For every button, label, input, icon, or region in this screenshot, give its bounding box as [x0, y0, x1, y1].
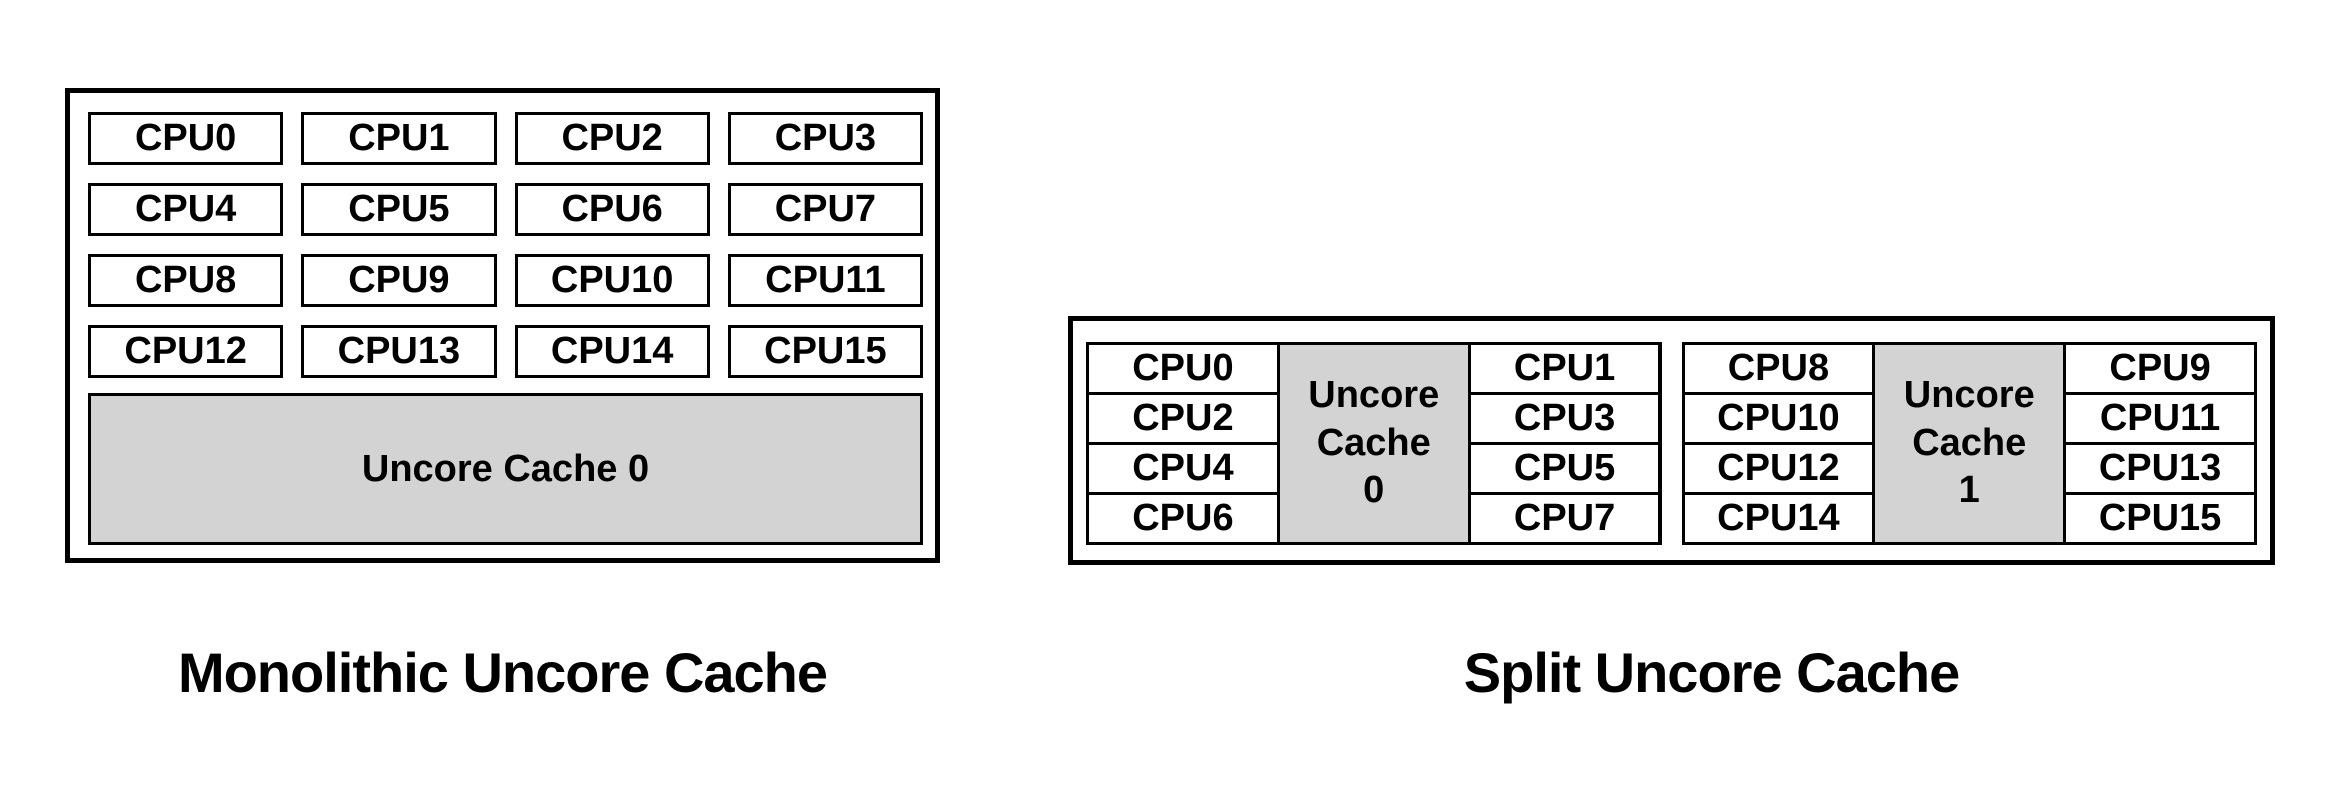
cpu-box: CPU12 — [1684, 445, 1873, 492]
uncore-cache-line: 0 — [1363, 469, 1385, 512]
uncore-cache-line: Uncore — [1903, 373, 2035, 416]
cpu-box: CPU15 — [727, 325, 923, 378]
cpu-box: CPU7 — [727, 183, 923, 236]
cpu-box: CPU14 — [514, 325, 710, 378]
cpu-box: CPU6 — [1089, 495, 1277, 542]
cpu-box: CPU1 — [301, 112, 497, 165]
monolithic-cpu-grid: CPU0 CPU1 CPU2 CPU3 CPU4 CPU5 CPU6 CPU7 … — [88, 112, 923, 378]
cpu-box: CPU0 — [1089, 345, 1277, 392]
uncore-cache-0-cell: Uncore Cache 0 — [1279, 345, 1468, 542]
cpu-box: CPU0 — [88, 112, 284, 165]
cpu-box: CPU5 — [301, 183, 497, 236]
uncore-cache-line: 1 — [1958, 469, 1980, 512]
cpu-box: CPU10 — [514, 254, 710, 307]
cpu-box: CPU9 — [301, 254, 497, 307]
cpu-box: CPU14 — [1684, 495, 1873, 542]
cpu-box: CPU13 — [301, 325, 497, 378]
split-package-box: CPU0 CPU2 CPU4 CPU6 Uncore Cache 0 CPU1 … — [1068, 316, 2275, 565]
cpu-box: CPU9 — [2066, 345, 2254, 392]
monolithic-caption: Monolithic Uncore Cache — [177, 641, 828, 704]
cpu-box: CPU11 — [2066, 395, 2254, 442]
cpu-box: CPU10 — [1684, 395, 1873, 442]
cpu-box: CPU8 — [1684, 345, 1873, 392]
cpu-box: CPU15 — [2066, 495, 2254, 542]
cpu-box: CPU8 — [88, 254, 284, 307]
uncore-cache-line: Cache — [1912, 421, 2027, 464]
cpu-box: CPU2 — [514, 112, 710, 165]
uncore-cache-line: Cache — [1316, 421, 1431, 464]
cpu-box: CPU3 — [1470, 395, 1659, 442]
split-cluster-0: CPU0 CPU2 CPU4 CPU6 Uncore Cache 0 CPU1 … — [1086, 342, 1662, 545]
uncore-cache-1-cell: Uncore Cache 1 — [1875, 345, 2064, 542]
split-cluster-1: CPU8 CPU10 CPU12 CPU14 Uncore Cache 1 CP… — [1681, 342, 2257, 545]
cpu-box: CPU12 — [88, 325, 284, 378]
split-caption: Split Uncore Cache — [1463, 641, 1960, 704]
cpu-box: CPU11 — [727, 254, 923, 307]
uncore-cache-0-box: Uncore Cache 0 — [88, 393, 923, 545]
cpu-box: CPU4 — [88, 183, 284, 236]
cpu-box: CPU2 — [1089, 395, 1277, 442]
cpu-box: CPU4 — [1089, 445, 1277, 492]
cpu-box: CPU7 — [1470, 495, 1659, 542]
monolithic-package-box: CPU0 CPU1 CPU2 CPU3 CPU4 CPU5 CPU6 CPU7 … — [65, 88, 940, 563]
cpu-box: CPU1 — [1470, 345, 1659, 392]
uncore-cache-line: Uncore — [1308, 373, 1440, 416]
cpu-box: CPU3 — [727, 112, 923, 165]
cpu-box: CPU13 — [2066, 445, 2254, 492]
cpu-box: CPU5 — [1470, 445, 1659, 492]
cpu-box: CPU6 — [514, 183, 710, 236]
